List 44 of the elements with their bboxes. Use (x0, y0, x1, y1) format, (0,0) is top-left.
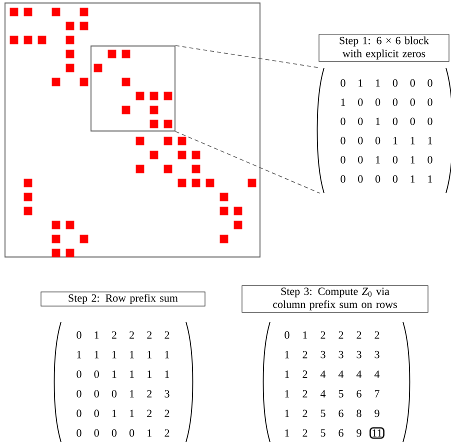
node-label: 2 (302, 410, 308, 418)
dashed-connector (175, 131, 320, 194)
node-label: 3 (320, 350, 326, 358)
node-label: 6 (338, 410, 344, 418)
step-heading: Step 1: 6 × 6 block with explicit zeros (318, 34, 450, 62)
node-label: 6 (338, 429, 344, 437)
node-label: 2 (302, 350, 308, 358)
node-label: 2 (374, 331, 380, 339)
node-label: 5 (338, 390, 344, 398)
matrix: 0 1 1 0 0 0 1 0 0 0 0 0 0 0 1 0 0 0 0 0 0 1 1 1 0 0 1 0 1 0 0 0 0 0 1 1 (316, 68, 451, 194)
node-label: 3 (356, 350, 362, 358)
node-label: 4 (338, 370, 344, 378)
node-label: 1 (285, 410, 290, 418)
node-label: 2 (302, 429, 308, 437)
node-label: 4 (374, 370, 380, 378)
node-label: 4 (356, 370, 362, 378)
node-label: 2 (356, 331, 362, 339)
node-label: 4 (320, 370, 326, 378)
node-label: 1 (285, 370, 290, 378)
node-label: 2 (302, 370, 308, 378)
node-label: 1 (303, 331, 308, 339)
zoom-rectangle (90, 46, 176, 132)
node-label: 1 (285, 429, 290, 437)
node-label: 2 (338, 331, 344, 339)
node-label: 6 (356, 390, 362, 398)
node-label: 9 (356, 429, 362, 437)
step-heading: Step 3: Compute Z$_{0}$ via column prefix sum on rows (242, 285, 428, 313)
matrix: 0 1 2 2 2 2 1 1 1 1 1 1 0 0 1 1 1 1 0 0 0 1 2 3 0 0 1 1 2 2 0 0 0 0 1 2 (54, 322, 194, 442)
node-label: 2 (320, 331, 326, 339)
node-label: 2 (302, 390, 308, 398)
node-label: 5 (320, 410, 326, 418)
node-label: 8 (356, 410, 362, 418)
node-label: 0 (284, 331, 290, 339)
node-label: 7 (374, 390, 380, 398)
step-heading: Step 2: Row prefix sum (40, 292, 206, 306)
dashed-connector (175, 45, 320, 68)
node-label: 9 (374, 410, 380, 418)
node-label: 3 (374, 350, 380, 358)
matrix: 0 1 2 2 2 2 1 2 3 3 3 3 1 2 4 4 4 4 1 2 4 5 6 7 1 2 5 6 8 9 1 2 5 6 9 11 (262, 322, 410, 442)
node-label: 3 (338, 350, 344, 358)
node-label: 1 (285, 350, 290, 358)
node-label: 4 (320, 390, 326, 398)
node-label: 5 (320, 429, 326, 437)
node-label: 1 (285, 390, 290, 398)
